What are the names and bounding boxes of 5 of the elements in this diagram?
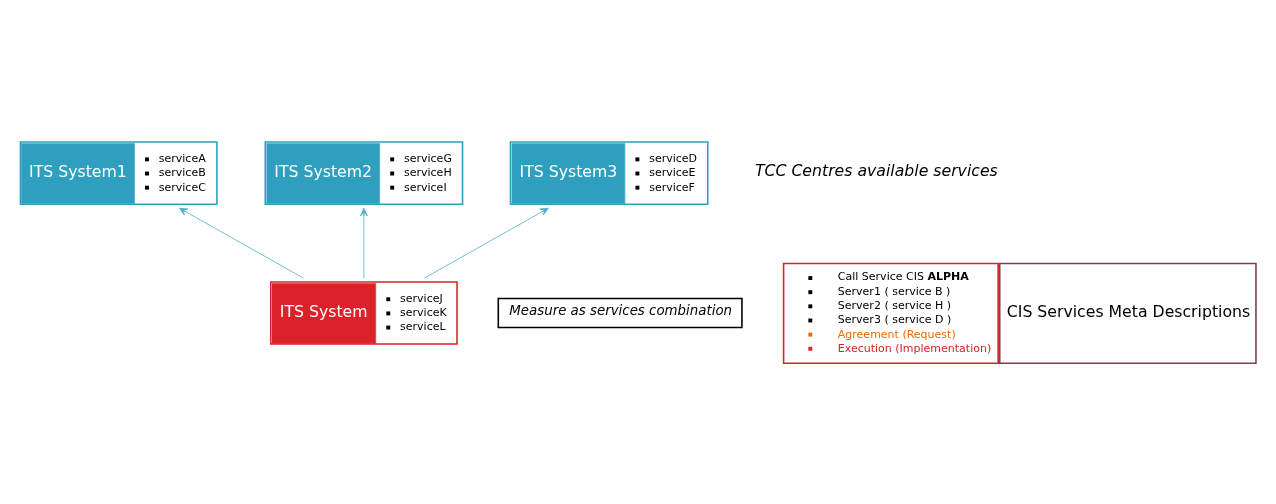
arrow	[424, 207, 549, 278]
label: TCC Centres available services	[754, 160, 998, 180]
arrow	[359, 207, 368, 278]
node-box: Measure as services combination	[497, 297, 743, 328]
arrow	[179, 207, 304, 278]
